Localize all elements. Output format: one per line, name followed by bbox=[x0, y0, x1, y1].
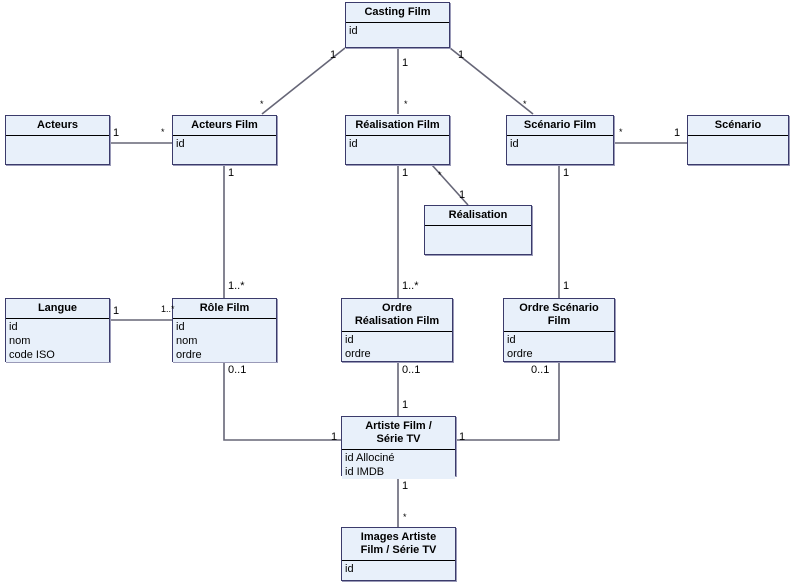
entity-attribute: id bbox=[349, 25, 358, 37]
entity-attribute: ordre bbox=[507, 348, 533, 360]
entity-attribute: id Allociné bbox=[345, 452, 395, 464]
entity-attributes bbox=[688, 136, 788, 137]
multiplicity-label: 1 bbox=[331, 431, 338, 443]
multiplicity-label: * bbox=[438, 170, 442, 180]
multiplicity-label: 1 bbox=[402, 167, 409, 179]
multiplicity-label: * bbox=[260, 99, 264, 109]
multiplicity-label: 1 bbox=[458, 49, 465, 61]
multiplicity-label: 1 bbox=[563, 167, 570, 179]
entity-attribute: id bbox=[9, 321, 18, 333]
entity-casting-film[interactable]: Casting Film id bbox=[345, 2, 450, 48]
entity-attributes: id bbox=[342, 561, 455, 576]
entity-title: Ordre Scénario Film bbox=[504, 299, 614, 332]
entity-attributes: id bbox=[346, 136, 449, 151]
entity-attribute: id bbox=[507, 334, 516, 346]
multiplicity-label: 1..* bbox=[161, 304, 175, 314]
multiplicity-label: 1 bbox=[113, 305, 120, 317]
entity-attribute: id bbox=[345, 563, 354, 575]
multiplicity-label: 1 bbox=[113, 127, 120, 139]
entity-attribute: nom bbox=[9, 335, 31, 347]
entity-title: Réalisation Film bbox=[346, 116, 449, 136]
entity-attributes: id nom ordre bbox=[173, 319, 276, 362]
entity-acteurs-film[interactable]: Acteurs Film id bbox=[172, 115, 277, 165]
entity-attribute: id bbox=[349, 138, 358, 150]
entity-attribute: ordre bbox=[176, 349, 202, 361]
multiplicity-label: 1 bbox=[228, 167, 235, 179]
entity-realisation[interactable]: Réalisation bbox=[424, 205, 532, 255]
multiplicity-label: 1 bbox=[459, 189, 466, 201]
entity-attributes: id bbox=[346, 23, 449, 38]
multiplicity-label: 1 bbox=[402, 399, 409, 411]
entity-role-film[interactable]: Rôle Film id nom ordre bbox=[172, 298, 277, 362]
multiplicity-label: 0..1 bbox=[228, 364, 247, 376]
entity-attributes: id Allociné id IMDB bbox=[342, 450, 455, 479]
entity-title: Réalisation bbox=[425, 206, 531, 226]
entity-attributes: id ordre bbox=[342, 332, 452, 361]
multiplicity-label: * bbox=[619, 127, 623, 137]
multiplicity-label: 1 bbox=[330, 49, 337, 61]
multiplicity-label: 1..* bbox=[402, 280, 419, 292]
entity-title: Langue bbox=[6, 299, 109, 319]
multiplicity-label: 1 bbox=[402, 480, 409, 492]
multiplicity-label: * bbox=[523, 99, 527, 109]
entity-attribute: id bbox=[176, 138, 185, 150]
entity-attribute: id IMDB bbox=[345, 466, 385, 478]
entity-attributes bbox=[6, 136, 109, 137]
entity-ordre-scenario-film[interactable]: Ordre Scénario Film id ordre bbox=[503, 298, 615, 362]
entity-ordre-realisation-film[interactable]: Ordre Réalisation Film id ordre bbox=[341, 298, 453, 362]
multiplicity-label: 0..1 bbox=[531, 364, 550, 376]
entity-attributes: id bbox=[507, 136, 613, 151]
entity-attribute: id bbox=[345, 334, 354, 346]
entity-attribute: ordre bbox=[345, 348, 371, 360]
entity-title: Rôle Film bbox=[173, 299, 276, 319]
entity-realisation-film[interactable]: Réalisation Film id bbox=[345, 115, 450, 165]
entity-title: Scénario Film bbox=[507, 116, 613, 136]
multiplicity-label: 1 bbox=[459, 431, 466, 443]
multiplicity-label: * bbox=[403, 512, 407, 522]
entity-images-artiste-film-serie-tv[interactable]: Images Artiste Film / Série TV id bbox=[341, 527, 456, 581]
entity-attributes: id nom code ISO bbox=[6, 319, 109, 362]
entity-title: Ordre Réalisation Film bbox=[342, 299, 452, 332]
entity-title: Artiste Film / Série TV bbox=[342, 417, 455, 450]
entity-langue[interactable]: Langue id nom code ISO bbox=[5, 298, 110, 362]
multiplicity-label: * bbox=[404, 99, 408, 109]
entity-attribute: code ISO bbox=[9, 349, 55, 361]
entity-scenario-film[interactable]: Scénario Film id bbox=[506, 115, 614, 165]
entity-attributes: id ordre bbox=[504, 332, 614, 361]
multiplicity-label: 1 bbox=[402, 57, 409, 69]
entity-acteurs[interactable]: Acteurs bbox=[5, 115, 110, 165]
entity-attributes bbox=[425, 226, 531, 227]
entity-title: Casting Film bbox=[346, 3, 449, 23]
entity-attribute: nom bbox=[176, 335, 198, 347]
entity-scenario[interactable]: Scénario bbox=[687, 115, 789, 165]
multiplicity-label: * bbox=[161, 127, 165, 137]
entity-attribute: id bbox=[510, 138, 519, 150]
entity-title: Scénario bbox=[688, 116, 788, 136]
entity-attributes: id bbox=[173, 136, 276, 151]
entity-attribute: id bbox=[176, 321, 185, 333]
entity-title: Acteurs bbox=[6, 116, 109, 136]
entity-title: Acteurs Film bbox=[173, 116, 276, 136]
multiplicity-label: 1 bbox=[563, 280, 570, 292]
entity-title: Images Artiste Film / Série TV bbox=[342, 528, 455, 561]
multiplicity-label: 1 bbox=[674, 127, 681, 139]
multiplicity-label: 1..* bbox=[228, 280, 245, 292]
entity-artiste-film-serie-tv[interactable]: Artiste Film / Série TV id Allociné id I… bbox=[341, 416, 456, 479]
multiplicity-label: 0..1 bbox=[402, 364, 421, 376]
